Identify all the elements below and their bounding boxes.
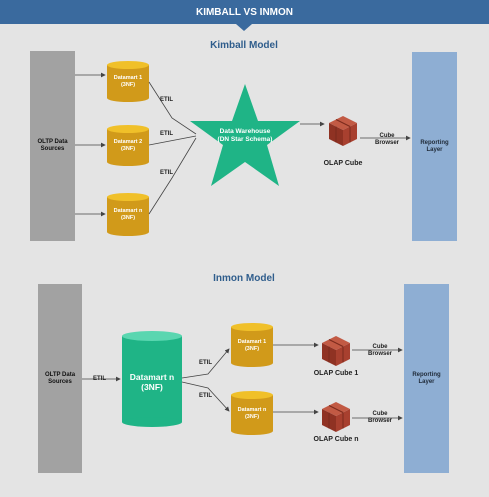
kimball-reporting-layer-label: Reporting Layer (420, 139, 449, 153)
inmon-etl-label-1: ETIL (199, 360, 212, 366)
kimball-model-title: Kimball Model (210, 40, 278, 51)
inmon-etl-main-label: ETIL (93, 376, 106, 382)
inmon-cube-browser-label-1: Cube Browser (367, 344, 392, 357)
inmon-oltp-sources: OLTP Data Sources (38, 284, 82, 473)
kimball-etl-label-2: ETIL (160, 131, 173, 137)
olap-cube-n-label: OLAP Cube n (313, 436, 359, 443)
kimball-etl-label-1: ETIL (160, 97, 173, 103)
inmon-datamart-1-cylinder (231, 323, 273, 367)
kimball-reporting-layer: Reporting Layer (412, 52, 457, 241)
olap-cube-n-icon (321, 401, 351, 433)
inmon-reporting-layer-label: Reporting Layer (412, 371, 441, 385)
data-warehouse-star (190, 84, 300, 186)
kimball-datamart-n-label: Datamart n (3NF) (113, 208, 143, 221)
inmon-reporting-layer: Reporting Layer (404, 284, 449, 473)
inmon-oltp-sources-label: OLTP Data Sources (44, 371, 76, 385)
olap-cube-icon (328, 115, 358, 147)
olap-cube-label: OLAP Cube (323, 160, 363, 167)
inmon-central-datamart-cylinder (122, 331, 182, 427)
olap-cube-1-icon (321, 335, 351, 367)
inmon-model-title: Inmon Model (213, 273, 275, 284)
page-title: KIMBALL VS INMON (195, 6, 294, 18)
inmon-central-datamart-label: Datamart n (3NF) (129, 372, 175, 392)
kimball-oltp-sources: OLTP Data Sources (30, 51, 75, 241)
inmon-cube-browser-label-2: Cube Browser (367, 411, 392, 424)
page-header: KIMBALL VS INMON (0, 0, 489, 24)
data-warehouse-label: Data Warehouse (DN Star Schema) (217, 128, 273, 143)
kimball-datamart-n-cylinder (107, 193, 149, 236)
kimball-datamart-2-label: Datamart 2 (3NF) (113, 139, 143, 152)
inmon-datamart-1-label: Datamart 1 (3NF) (237, 339, 267, 352)
inmon-datamart-n-label: Datamart n (3NF) (237, 407, 267, 420)
olap-cube-1-label: OLAP Cube 1 (313, 370, 359, 377)
kimball-etl-label-3: ETIL (160, 170, 173, 176)
kimball-datamart-1-label: Datamart 1 (3NF) (113, 75, 143, 88)
inmon-datamart-n-cylinder (231, 391, 273, 435)
kimball-cube-browser-label: Cube Browser (374, 133, 399, 146)
kimball-datamart-1-cylinder (107, 61, 149, 102)
kimball-datamart-2-cylinder (107, 125, 149, 166)
header-notch (236, 24, 252, 31)
kimball-oltp-sources-label: OLTP Data Sources (37, 139, 68, 152)
inmon-etl-label-2: ETIL (199, 393, 212, 399)
